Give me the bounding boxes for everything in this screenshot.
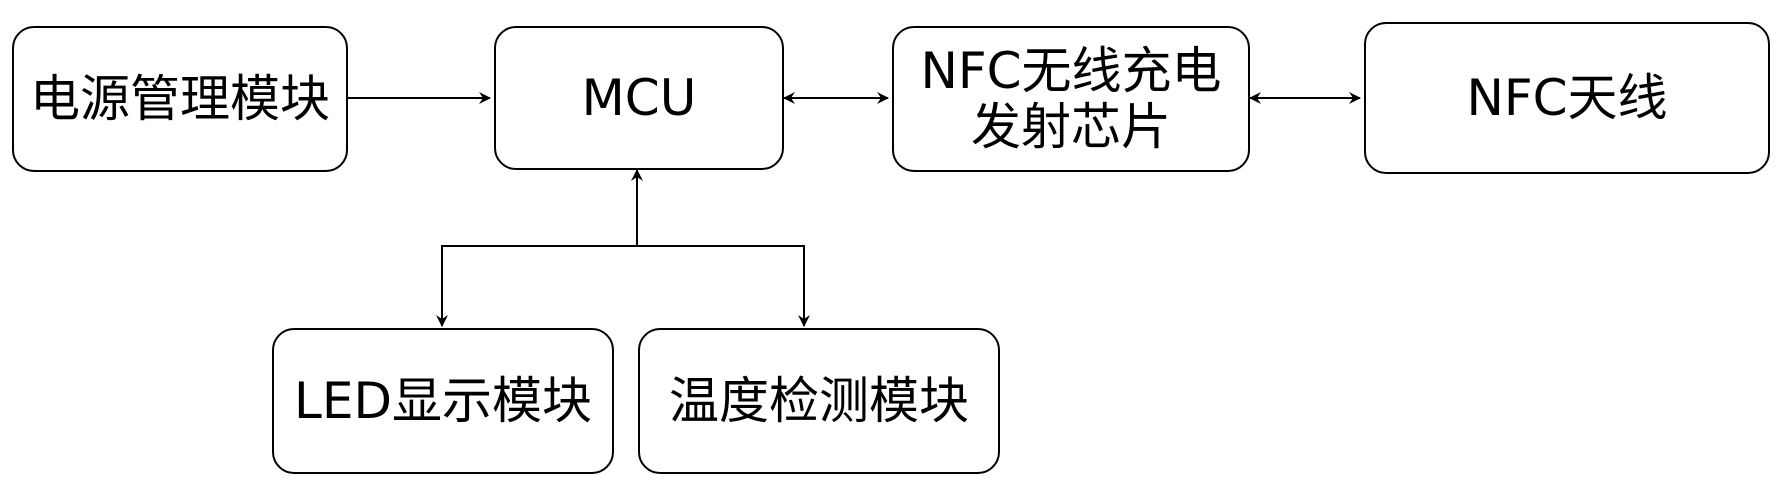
node-mcu-label: MCU [581,69,697,127]
node-temperature-detection-label: 温度检测模块 [669,372,969,430]
node-led-display-label: LED显示模块 [294,372,592,430]
node-power-management: 电源管理模块 [12,26,348,172]
node-nfc-chip: NFC无线充电 发射芯片 [892,26,1250,172]
node-nfc-chip-label-line2: 发射芯片 [970,98,1171,156]
node-mcu: MCU [494,26,784,170]
node-power-management-label: 电源管理模块 [30,70,330,128]
node-led-display: LED显示模块 [272,328,614,474]
node-nfc-chip-label: NFC无线充电 发射芯片 [920,43,1221,155]
node-nfc-chip-label-line1: NFC无线充电 [920,42,1222,100]
node-nfc-antenna-label: NFC天线 [1466,69,1668,127]
node-nfc-antenna: NFC天线 [1364,22,1770,174]
node-temperature-detection: 温度检测模块 [638,328,1000,474]
